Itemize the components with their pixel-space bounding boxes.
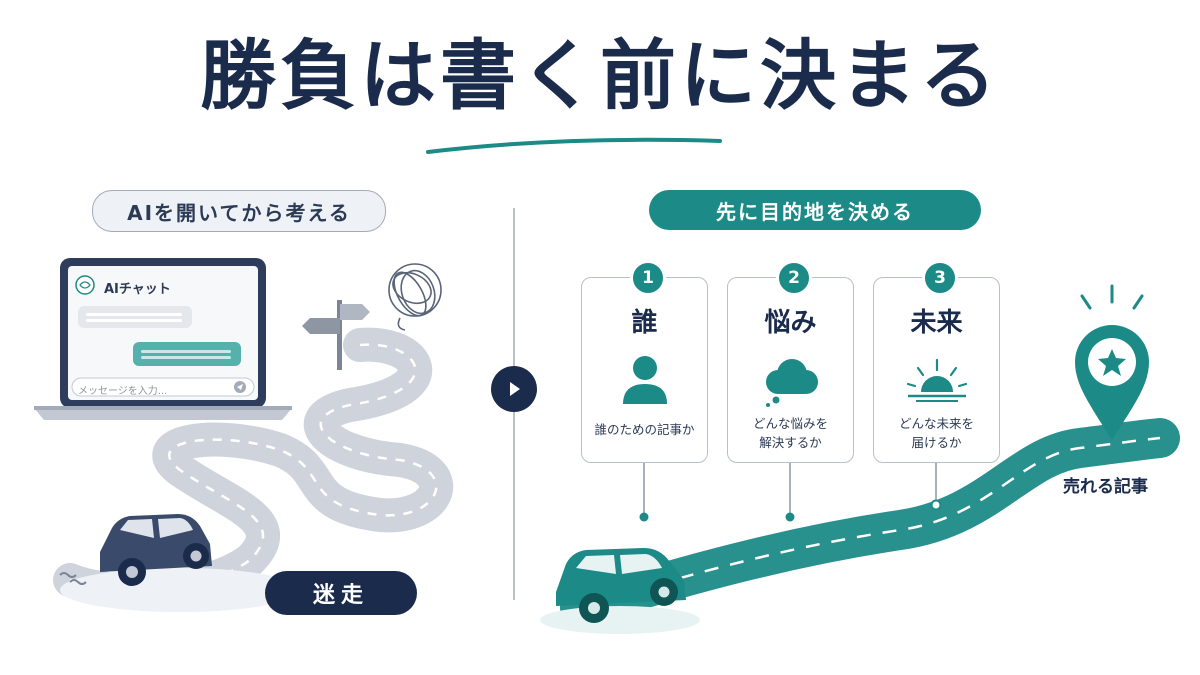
destination-label: 売れる記事: [1063, 477, 1148, 497]
page-title: 勝負は書く前に決まる: [200, 31, 1000, 120]
transition-arrow: [491, 366, 537, 412]
chat-app-title: AIチャット: [104, 282, 171, 297]
destination-car-icon: [556, 548, 686, 623]
right-section-label: 先に目的地を決める: [649, 190, 981, 230]
step-title: 誰: [631, 308, 658, 338]
play-arrow-icon: [510, 382, 520, 396]
step-description: どんな未来を 届けるか: [898, 416, 974, 451]
step-number: 3: [922, 260, 958, 296]
step-title: 未来: [910, 308, 963, 338]
step-number: 2: [776, 260, 812, 296]
left-section-label: AIを開いてから考える: [92, 190, 386, 232]
step-title: 悩み: [764, 308, 817, 338]
signpost-icon: [302, 300, 370, 370]
step-description: 誰のための記事か: [594, 422, 695, 437]
step-number: 1: [630, 260, 666, 296]
lost-badge: 迷走: [265, 571, 417, 615]
step-connectors: [643, 463, 937, 515]
destination-pin-icon: [1075, 325, 1149, 440]
person-icon: [623, 356, 667, 404]
cloud-icon: [766, 359, 818, 407]
step-card-future: 3 未来 どんな未来を 届けるか: [873, 260, 1000, 463]
step-card-who: 1 誰 誰のための記事か: [581, 260, 708, 463]
lost-car-icon: [59, 514, 212, 586]
laptop-icon: [34, 258, 292, 420]
step-card-problem: 2 悩み どんな悩みを 解決するか: [727, 260, 854, 463]
chat-input-placeholder: メッセージを入力...: [78, 386, 168, 397]
pin-glow-lines: [1080, 284, 1144, 310]
sunrise-icon: [906, 358, 968, 402]
tangled-scribble-icon: [388, 263, 442, 331]
step-description: どんな悩みを 解決するか: [752, 416, 828, 451]
